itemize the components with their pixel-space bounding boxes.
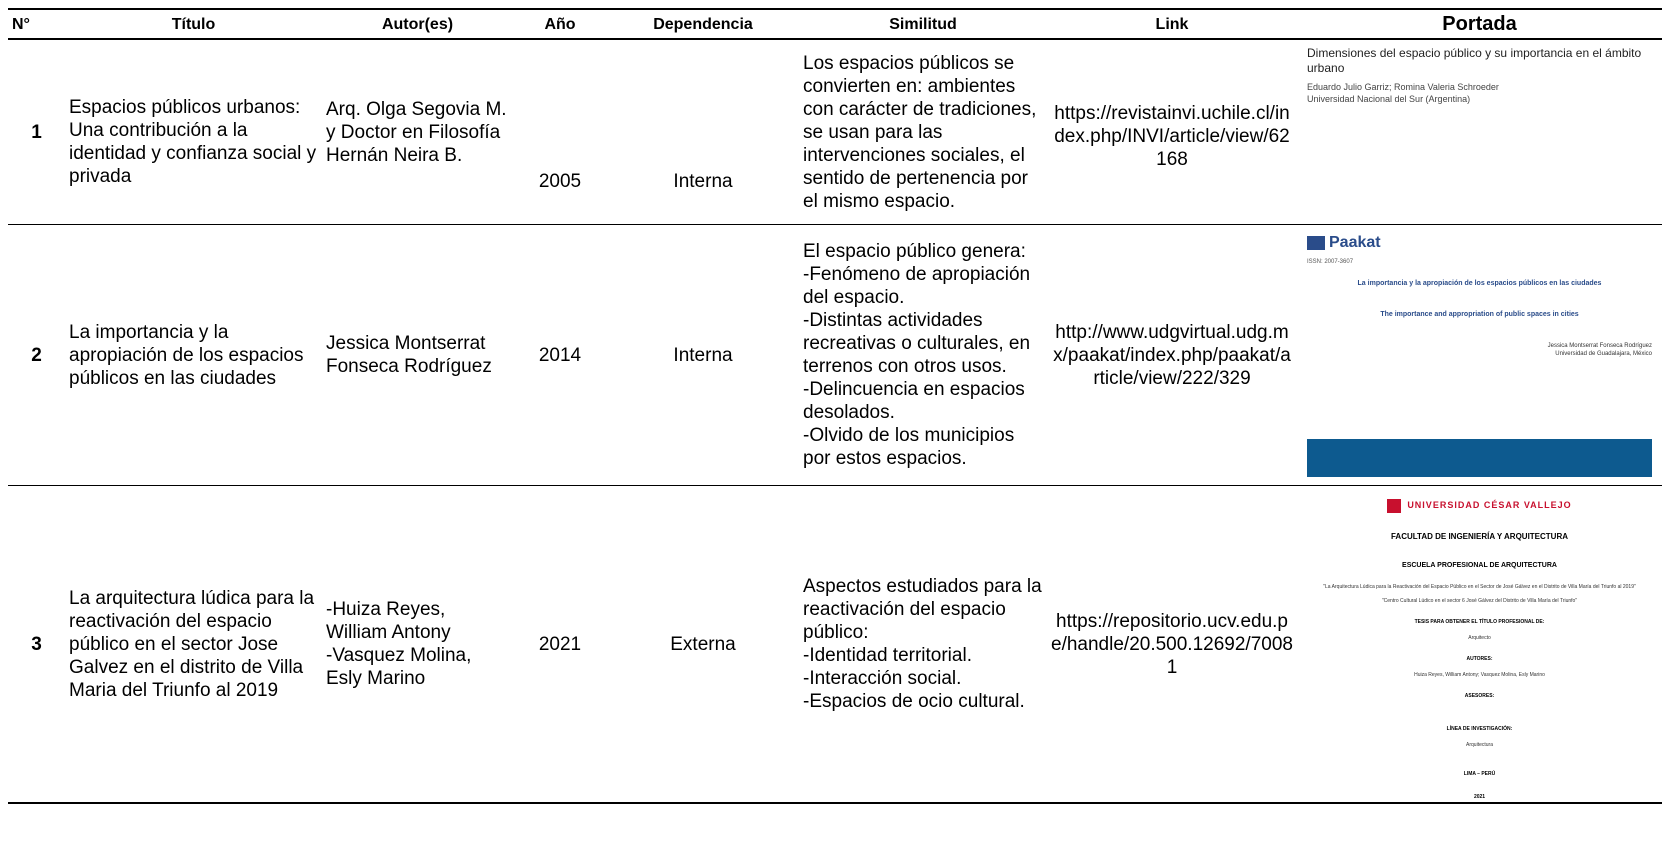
- header-dependencia: Dependencia: [607, 8, 799, 40]
- row-titulo: Espacios públicos urbanos: Una contribuc…: [65, 39, 322, 225]
- row-link[interactable]: http://www.udgvirtual.udg.mx/paakat/inde…: [1047, 224, 1297, 486]
- row-autores: Jessica Montserrat Fonseca Rodríguez: [322, 224, 513, 486]
- row-similitud: Los espacios públicos se convierten en: …: [799, 39, 1047, 225]
- ucv-shield-icon: [1387, 498, 1402, 513]
- cover-title-es: La importancia y la apropiación de los e…: [1357, 280, 1602, 287]
- cover-issn: ISSN: 2007-3607: [1307, 259, 1354, 265]
- cover-university: UNIVERSIDAD CÉSAR VALLEJO: [1407, 500, 1572, 510]
- row-number: 1: [8, 39, 65, 225]
- cover-line-label: LÍNEA DE INVESTIGACIÓN:: [1446, 726, 1513, 732]
- paakat-logo-icon: [1307, 235, 1325, 250]
- row-dependencia: Interna: [607, 224, 799, 486]
- table-row: 2 La importancia y la apropiación de los…: [8, 224, 1662, 486]
- similitud-line: Aspectos estudiados para la reactivación…: [803, 576, 1042, 643]
- cover-place: LIMA – PERÚ: [1463, 771, 1496, 777]
- autor-line: -Huiza Reyes, William Antony: [326, 599, 451, 643]
- similitud-line: El espacio público genera:: [803, 241, 1026, 262]
- header-anio: Año: [513, 8, 607, 40]
- similitud-line: -Fenómeno de apropiación del espacio.: [803, 264, 1031, 308]
- header-num: N°: [8, 8, 65, 40]
- row-autores: -Huiza Reyes, William Antony -Vasquez Mo…: [322, 485, 513, 804]
- row-portada: UNIVERSIDAD CÉSAR VALLEJO FACULTAD DE IN…: [1297, 485, 1662, 804]
- cover-image-2: Paakat ISSN: 2007-3607 La importancia y …: [1301, 227, 1658, 483]
- cover-thesis-title: "La Arquitectura Lúdica para la Reactiva…: [1323, 584, 1636, 590]
- row-similitud: Aspectos estudiados para la reactivación…: [799, 485, 1047, 804]
- cover-subtitle: "Centro Cultural Lúdico en el sector 6 J…: [1381, 598, 1578, 604]
- header-autores: Autor(es): [322, 8, 513, 40]
- row-portada: Paakat ISSN: 2007-3607 La importancia y …: [1297, 224, 1662, 486]
- cover-affiliation: Universidad de Guadalajara, México: [1555, 351, 1652, 357]
- row-anio: 2021: [513, 485, 607, 804]
- cover-author: Jessica Montserrat Fonseca Rodríguez: [1547, 343, 1652, 349]
- cover-image-1: Dimensiones del espacio público y su imp…: [1301, 42, 1658, 222]
- header-similitud: Similitud: [799, 8, 1047, 40]
- row-titulo: La arquitectura lúdica para la reactivac…: [65, 485, 322, 804]
- cover-title: Dimensiones del espacio público y su imp…: [1307, 46, 1642, 75]
- cover-authors: Eduardo Julio Garriz; Romina Valeria Sch…: [1307, 82, 1499, 92]
- cover-degree: TESIS PARA OBTENER EL TÍTULO PROFESIONAL…: [1414, 619, 1545, 625]
- table-row: 1 Espacios públicos urbanos: Una contrib…: [8, 39, 1662, 225]
- row-number: 3: [8, 485, 65, 804]
- autor-line: -Vasquez Molina, Esly Marino: [326, 645, 472, 689]
- cover-authors: Huiza Reyes, William Antony; Vasquez Mol…: [1414, 672, 1545, 678]
- similitud-line: -Delincuencia en espacios desolados.: [803, 379, 1025, 423]
- table-row: 3 La arquitectura lúdica para la reactiv…: [8, 485, 1662, 804]
- similitud-line: -Interacción social.: [803, 668, 962, 689]
- header-row: N° Título Autor(es) Año Dependencia Simi…: [8, 8, 1662, 40]
- cover-advisors-label: ASESORES:: [1464, 693, 1495, 699]
- cover-line: Arquitectura: [1466, 742, 1493, 748]
- header-titulo: Título: [65, 8, 322, 40]
- row-link[interactable]: https://revistainvi.uchile.cl/index.php/…: [1047, 39, 1297, 225]
- row-titulo: La importancia y la apropiación de los e…: [65, 224, 322, 486]
- cover-degree-name: Arquitecto: [1468, 635, 1491, 641]
- similitud-line: -Espacios de ocio cultural.: [803, 691, 1025, 712]
- paakat-logo: Paakat: [1307, 231, 1652, 254]
- row-number: 2: [8, 224, 65, 486]
- cover-institution: Universidad Nacional del Sur (Argentina): [1307, 94, 1471, 104]
- cover-authors-label: AUTORES:: [1466, 656, 1493, 662]
- cover-footnote-band: [1307, 439, 1652, 477]
- similitud-line: -Olvido de los municipios por estos espa…: [803, 425, 1015, 469]
- cover-year: 2021: [1473, 794, 1486, 800]
- row-portada: Dimensiones del espacio público y su imp…: [1297, 39, 1662, 225]
- cover-title-en: The importance and appropriation of publ…: [1380, 311, 1579, 318]
- header-portada: Portada: [1297, 8, 1662, 40]
- similitud-line: -Identidad territorial.: [803, 645, 972, 666]
- paakat-logo-text: Paakat: [1329, 234, 1381, 251]
- cover-school: ESCUELA PROFESIONAL DE ARQUITECTURA: [1402, 562, 1557, 569]
- row-dependencia: Interna: [607, 39, 799, 225]
- row-autores: Arq. Olga Segovia M. y Doctor en Filosof…: [322, 39, 513, 225]
- cover-faculty: FACULTAD DE INGENIERÍA Y ARQUITECTURA: [1390, 532, 1569, 541]
- row-similitud: El espacio público genera: -Fenómeno de …: [799, 224, 1047, 486]
- cover-image-3: UNIVERSIDAD CÉSAR VALLEJO FACULTAD DE IN…: [1301, 488, 1658, 800]
- references-table: N° Título Autor(es) Año Dependencia Simi…: [8, 8, 1662, 804]
- row-anio: 2005: [513, 39, 607, 225]
- ucv-brand: UNIVERSIDAD CÉSAR VALLEJO: [1307, 494, 1652, 517]
- row-link[interactable]: https://repositorio.ucv.edu.pe/handle/20…: [1047, 485, 1297, 804]
- row-anio: 2014: [513, 224, 607, 486]
- similitud-line: -Distintas actividades recreativas o cul…: [803, 310, 1031, 377]
- header-link: Link: [1047, 8, 1297, 40]
- row-dependencia: Externa: [607, 485, 799, 804]
